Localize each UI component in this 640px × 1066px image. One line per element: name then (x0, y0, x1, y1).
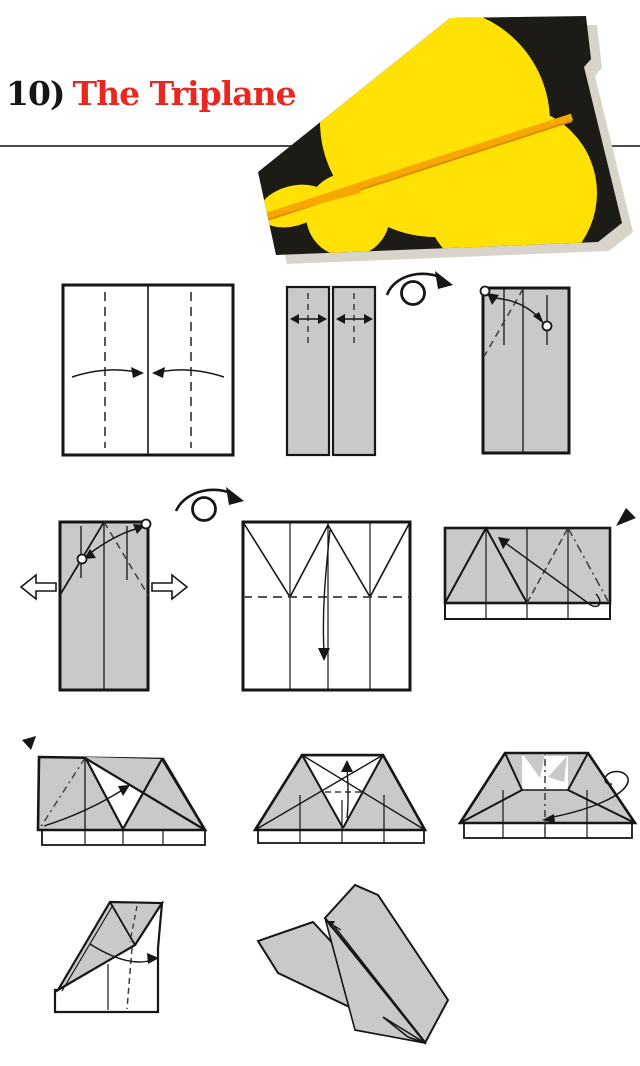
turn-over-icon (385, 271, 453, 306)
fold-marker-icon (616, 508, 636, 526)
hero-plane-decoration (258, 16, 597, 255)
step10-diagram (53, 900, 164, 1014)
turn-over-icon (174, 487, 244, 522)
fold-points-arrow (76, 518, 152, 565)
title-label: The Triplane (72, 74, 297, 113)
fold-marker-icon (22, 736, 36, 750)
step4-diagram (19, 518, 189, 692)
step-number-label: 10) (6, 74, 66, 113)
step2-diagram (285, 285, 377, 457)
step9-diagram (457, 751, 638, 839)
hero-plane-art (258, 16, 633, 264)
fold-up-arrow (498, 537, 601, 608)
tuck-arrow (326, 921, 342, 931)
step8-diagram (252, 753, 428, 844)
fold-down-arrow (89, 943, 159, 964)
fold-points-arrow (479, 285, 553, 332)
step3-diagram (479, 285, 571, 455)
step7-diagram (22, 736, 208, 846)
page-title: 10)The Triplane (6, 74, 297, 113)
fold-arrow (71, 367, 225, 378)
fold-down-arrow (318, 529, 331, 661)
lift-arrow (341, 760, 353, 819)
pull-out-arrow (19, 573, 189, 601)
fold-behind-arrow (542, 770, 629, 823)
step6-diagram (443, 508, 636, 620)
final-plane-diagram (256, 883, 450, 1045)
fold-up-arrow (43, 785, 130, 827)
step5-diagram (241, 520, 412, 692)
spread-arrow (290, 314, 373, 324)
step1-diagram (61, 283, 235, 457)
